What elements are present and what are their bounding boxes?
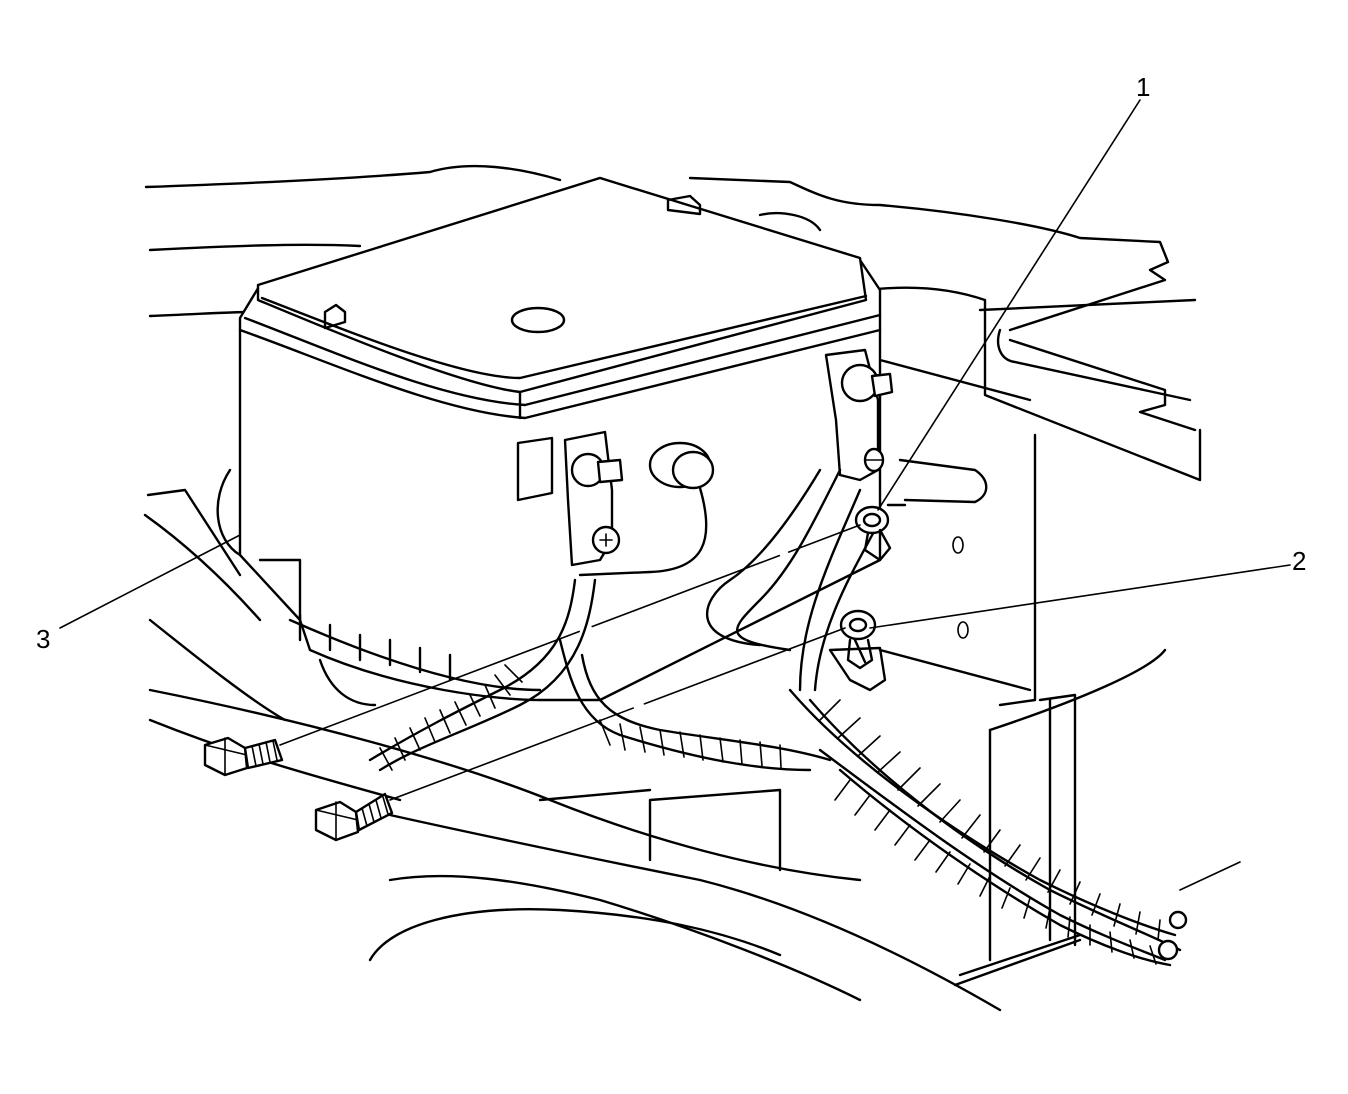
callout-2: 2	[1292, 546, 1307, 576]
leader-line-3	[59, 534, 241, 629]
ground-ring-terminals	[839, 503, 907, 670]
callout-leaders	[59, 99, 1291, 801]
ground-bolt-upper	[203, 736, 284, 777]
leader-line-1	[877, 99, 1141, 511]
leader-line-2	[869, 564, 1291, 629]
battery-cable-harness	[368, 468, 1241, 967]
callout-3: 3	[36, 624, 51, 654]
vehicle-body-outline	[143, 164, 1202, 1012]
callout-1: 1	[1136, 72, 1151, 102]
ground-bolt-lower	[314, 792, 394, 842]
battery	[238, 176, 894, 707]
